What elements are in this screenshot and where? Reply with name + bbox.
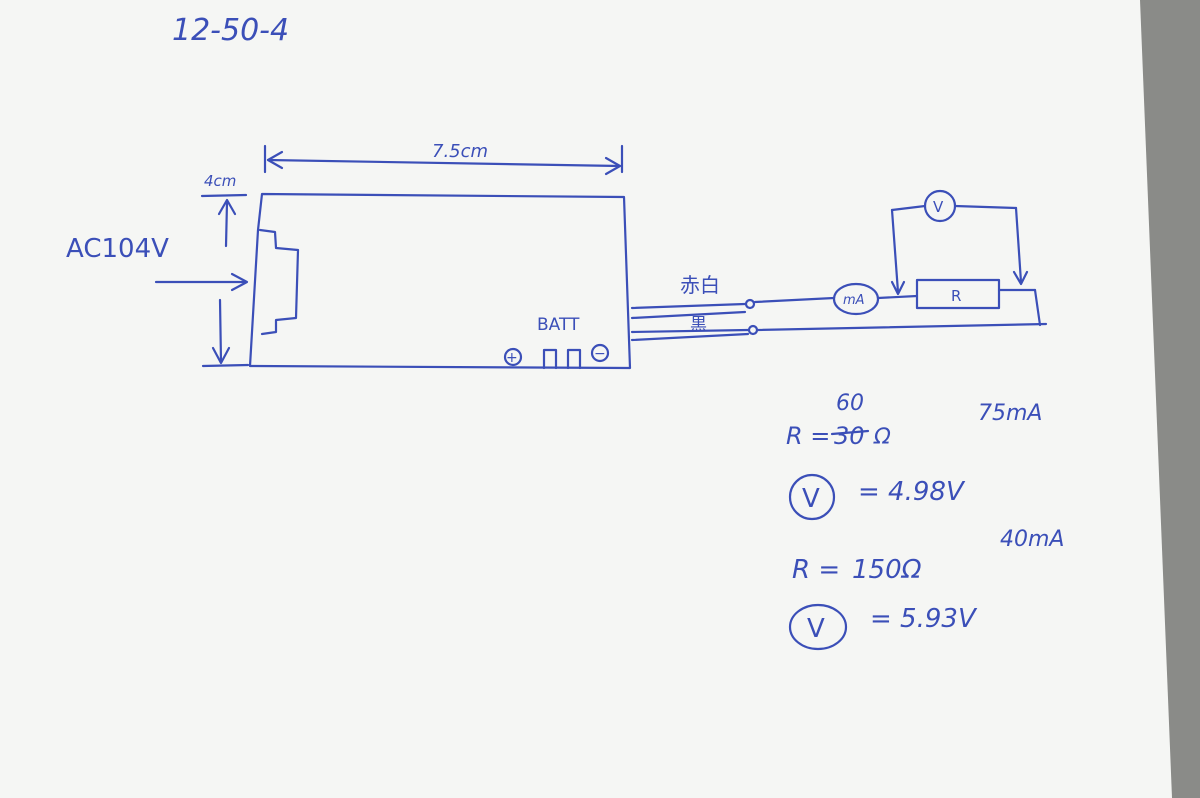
resistor-symbol <box>915 278 1001 310</box>
measurement-1: 60 R = 30 Ω 75mA V = 4.98V <box>786 391 1042 521</box>
ammeter-label: mA <box>843 293 865 308</box>
battery-cell-2 <box>566 348 582 370</box>
voltmeter-probe-right <box>1012 270 1029 286</box>
measurement-1-r-prefix: R = <box>786 422 830 450</box>
battery-plus-symbol: + <box>506 350 518 366</box>
wire-black-1 <box>630 328 750 334</box>
width-dim-arrow-right <box>604 156 622 176</box>
ac-input-label: AC104V <box>66 234 169 264</box>
voltmeter-lead-left-v <box>890 208 900 294</box>
measurement-2-voltage: = 5.93V <box>870 604 978 634</box>
measurement-1-r-corrected: 60 <box>836 391 864 416</box>
wire-red-white-1 <box>630 302 747 310</box>
wire-red-white-label: 赤白 <box>680 273 720 297</box>
measurement-1-v-symbol: V <box>802 484 820 514</box>
circuit-line-to-ammeter <box>753 296 836 304</box>
sheet-id-code: 12-50-4 <box>172 13 289 48</box>
ac-input-arrowhead <box>230 272 249 292</box>
measurement-1-r-unit: Ω <box>873 425 891 450</box>
wire-diagram: 赤白 黒 mA R V <box>630 189 1048 342</box>
voltmeter-probe-left <box>890 280 906 296</box>
measurement-1-strikethrough <box>830 429 870 436</box>
measurement-1-v-circle <box>788 473 836 521</box>
measurement-1-current: 75mA <box>978 401 1042 426</box>
height-dim-tick-top <box>200 193 248 198</box>
wire-red-white-2 <box>630 310 747 320</box>
height-dim-arrow-down <box>211 346 231 365</box>
measurement-1-voltage: = 4.98V <box>858 477 966 507</box>
circuit-return-line <box>755 322 1048 332</box>
measurement-2: 40mA R = 150Ω V = 5.93V <box>788 527 1064 651</box>
measurement-2-v-circle <box>788 603 848 651</box>
resistor-label: R <box>951 287 961 305</box>
measurement-2-current: 40mA <box>1000 527 1064 552</box>
measurement-2-v-symbol: V <box>807 614 825 644</box>
battery-minus-symbol: − <box>594 346 606 362</box>
battery-label: BATT <box>537 315 580 335</box>
height-dim-line-bottom <box>218 298 223 364</box>
width-dim-line <box>266 158 622 168</box>
voltmeter-lead-left-h <box>890 204 927 212</box>
height-dim-tick-bottom <box>201 363 250 368</box>
measurement-1-r-crossed: 30 <box>834 422 865 450</box>
paper-sheet <box>0 0 1172 798</box>
measurement-2-r-value: 150Ω <box>852 555 922 585</box>
board-height-label: 4cm <box>204 172 236 190</box>
board-outline <box>248 192 632 370</box>
battery-cell-1 <box>542 348 558 370</box>
battery-plus-terminal <box>503 347 523 367</box>
wire-black-2 <box>630 332 750 342</box>
board-diagram: 7.5cm 4cm AC104V BATT + − <box>66 141 632 370</box>
voltmeter-lead-right-h <box>953 204 1018 210</box>
circuit-return-vertical <box>1033 288 1042 327</box>
height-dim-line-top <box>224 200 229 248</box>
height-dim-arrow-up <box>217 198 237 216</box>
voltmeter-label: V <box>933 198 944 216</box>
board-width-label: 7.5cm <box>432 141 488 162</box>
voltmeter-lead-right-v <box>1014 206 1023 284</box>
plug-outline <box>258 228 300 336</box>
measurement-2-r-prefix: R = <box>792 555 840 585</box>
width-dim-arrow-left <box>266 150 284 170</box>
battery-minus-terminal <box>590 343 610 363</box>
terminal-red-white <box>744 298 756 310</box>
circuit-line-to-resistor <box>876 294 919 300</box>
